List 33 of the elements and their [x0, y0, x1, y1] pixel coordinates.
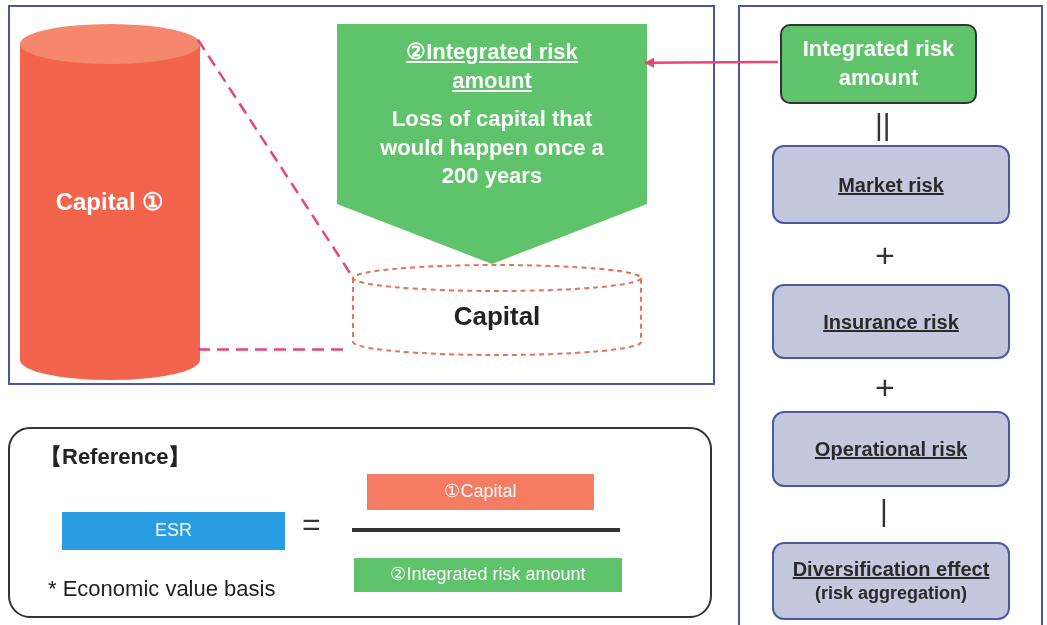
formula-box	[354, 558, 622, 592]
formula-box	[367, 474, 594, 510]
node-label: ②Integrated risk amount	[390, 563, 586, 587]
rounded-box	[780, 24, 977, 104]
node-label: Market risk	[838, 172, 944, 198]
footnote: * Economic value basis	[48, 576, 276, 602]
arrow	[644, 57, 778, 68]
reference-panel	[8, 427, 712, 618]
rounded-box	[772, 542, 1010, 620]
panel-frame	[738, 5, 1043, 625]
node-label: Diversification effect	[792, 557, 990, 583]
node-label: ①Capital	[444, 480, 517, 504]
operator-sign: =	[302, 506, 321, 543]
formula-box	[62, 512, 285, 550]
rounded-box	[772, 145, 1010, 224]
rounded-box	[772, 411, 1010, 487]
node-label: Capital	[453, 300, 541, 334]
dashed-line	[196, 39, 352, 274]
operator-sign: |	[880, 494, 888, 528]
operator-sign: +	[875, 236, 895, 275]
panel-frame	[8, 5, 715, 385]
node-label: Insurance risk	[823, 309, 959, 335]
node-label: (risk aggregation)	[815, 582, 967, 606]
operator-sign: +	[875, 368, 895, 407]
node-heading: ②Integrated risk amount	[405, 38, 579, 95]
operator-sign: ||	[875, 108, 891, 142]
node-label: Integrated risk amount	[801, 35, 956, 92]
rounded-box	[772, 284, 1010, 359]
node-label: ESR	[155, 519, 192, 543]
node-text: Loss of capital that would happen once a 200 years	[379, 105, 605, 191]
node-label: Capital ①	[55, 187, 165, 218]
panel-heading: 【Reference】	[40, 443, 191, 471]
node-label: Operational risk	[814, 437, 968, 462]
